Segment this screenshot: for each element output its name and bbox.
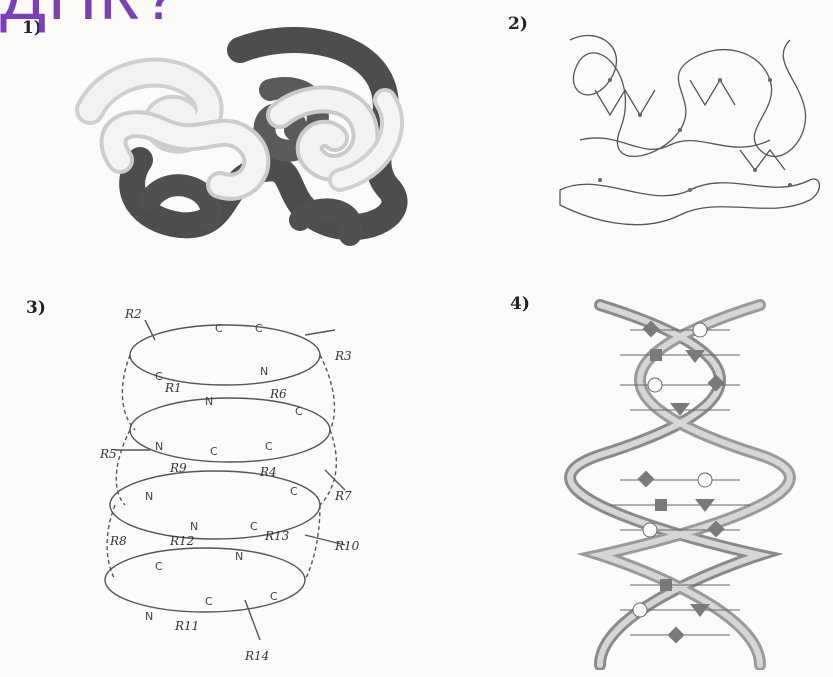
svg-text:N: N — [205, 395, 213, 408]
svg-text:C: C — [290, 485, 298, 498]
dna-double-helix — [560, 295, 800, 670]
label-r11: R11 — [174, 619, 199, 633]
label-r1: R1 — [164, 381, 182, 395]
svg-text:N: N — [145, 490, 153, 503]
panel-3-label: 3) — [26, 298, 46, 318]
label-r13: R13 — [264, 529, 290, 543]
svg-text:C: C — [295, 405, 303, 418]
label-r6: R6 — [269, 387, 287, 401]
svg-text:C: C — [155, 560, 163, 573]
svg-text:C: C — [205, 595, 213, 608]
label-r3: R3 — [334, 349, 352, 363]
label-r9: R9 — [169, 461, 187, 475]
svg-text:C: C — [265, 440, 273, 453]
svg-text:C: C — [270, 590, 278, 603]
slide-title: ДНК? — [0, 0, 181, 30]
backbone-trace-model — [540, 20, 830, 240]
svg-text:N: N — [235, 550, 243, 563]
tube-protein-model — [60, 20, 440, 250]
svg-text:C: C — [155, 370, 163, 383]
svg-text:C: C — [210, 445, 218, 458]
alpha-helix-diagram: R2 R3 R1 R6 R5 R9 R4 R7 R8 R12 R13 R10 R… — [95, 300, 395, 670]
label-r5: R5 — [99, 447, 117, 461]
label-r14: R14 — [244, 649, 269, 663]
label-r7: R7 — [334, 489, 352, 503]
label-r8: R8 — [109, 534, 127, 548]
svg-text:N: N — [155, 440, 163, 453]
svg-text:C: C — [215, 322, 223, 335]
svg-text:C: C — [250, 520, 258, 533]
label-r2: R2 — [124, 307, 142, 321]
panel-2-label: 2) — [508, 14, 528, 34]
label-r12: R12 — [169, 534, 194, 548]
svg-text:C: C — [255, 322, 263, 335]
svg-text:N: N — [260, 365, 268, 378]
label-r4: R4 — [259, 465, 277, 479]
panel-4-label: 4) — [510, 294, 530, 314]
svg-text:N: N — [145, 610, 153, 623]
svg-text:N: N — [190, 520, 198, 533]
label-r10: R10 — [334, 539, 360, 553]
